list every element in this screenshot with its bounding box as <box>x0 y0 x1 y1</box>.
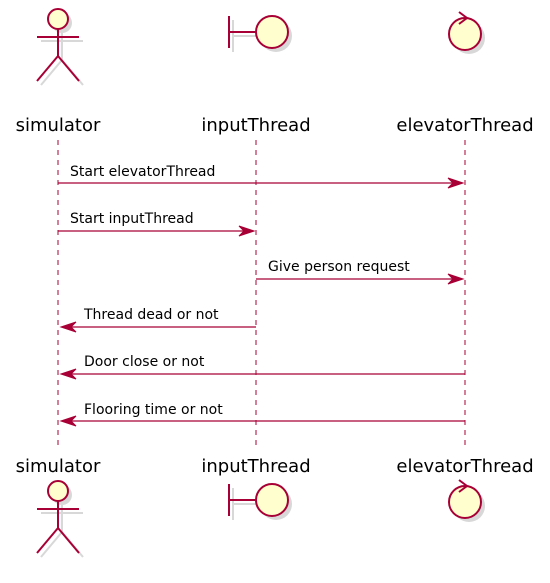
participant-label-top: elevatorThread <box>396 115 533 136</box>
control-icon <box>448 11 485 54</box>
arrow-head <box>59 321 77 333</box>
participant-label-bottom: elevatorThread <box>396 456 533 477</box>
message-2: Start inputThread <box>58 211 256 237</box>
message-label: Door close or not <box>84 354 205 370</box>
arrow-head <box>238 225 256 237</box>
participant-label-bottom: simulator <box>16 456 101 477</box>
boundary-icon <box>228 483 292 520</box>
message-label: Thread dead or not <box>83 307 219 323</box>
message-label: Start inputThread <box>70 211 194 227</box>
participant-label-bottom: inputThread <box>201 456 310 477</box>
boundary-icon <box>228 15 292 52</box>
message-5: Door close or not <box>59 354 465 380</box>
message-6: Flooring time or not <box>59 402 465 427</box>
message-label: Flooring time or not <box>84 402 223 418</box>
arrow-head <box>59 415 77 427</box>
message-1: Start elevatorThread <box>58 164 465 189</box>
message-label: Start elevatorThread <box>70 164 215 180</box>
participant-label-top: inputThread <box>201 115 310 136</box>
participant-label-top: simulator <box>16 115 101 136</box>
control-icon <box>448 479 485 522</box>
message-label: Give person request <box>268 259 410 275</box>
message-4: Thread dead or not <box>59 307 256 333</box>
actor-icon <box>36 480 84 558</box>
arrow-head <box>447 177 465 189</box>
message-3: Give person request <box>256 259 465 285</box>
actor-icon <box>36 8 84 86</box>
arrow-head <box>59 368 77 380</box>
arrow-head <box>447 273 465 285</box>
